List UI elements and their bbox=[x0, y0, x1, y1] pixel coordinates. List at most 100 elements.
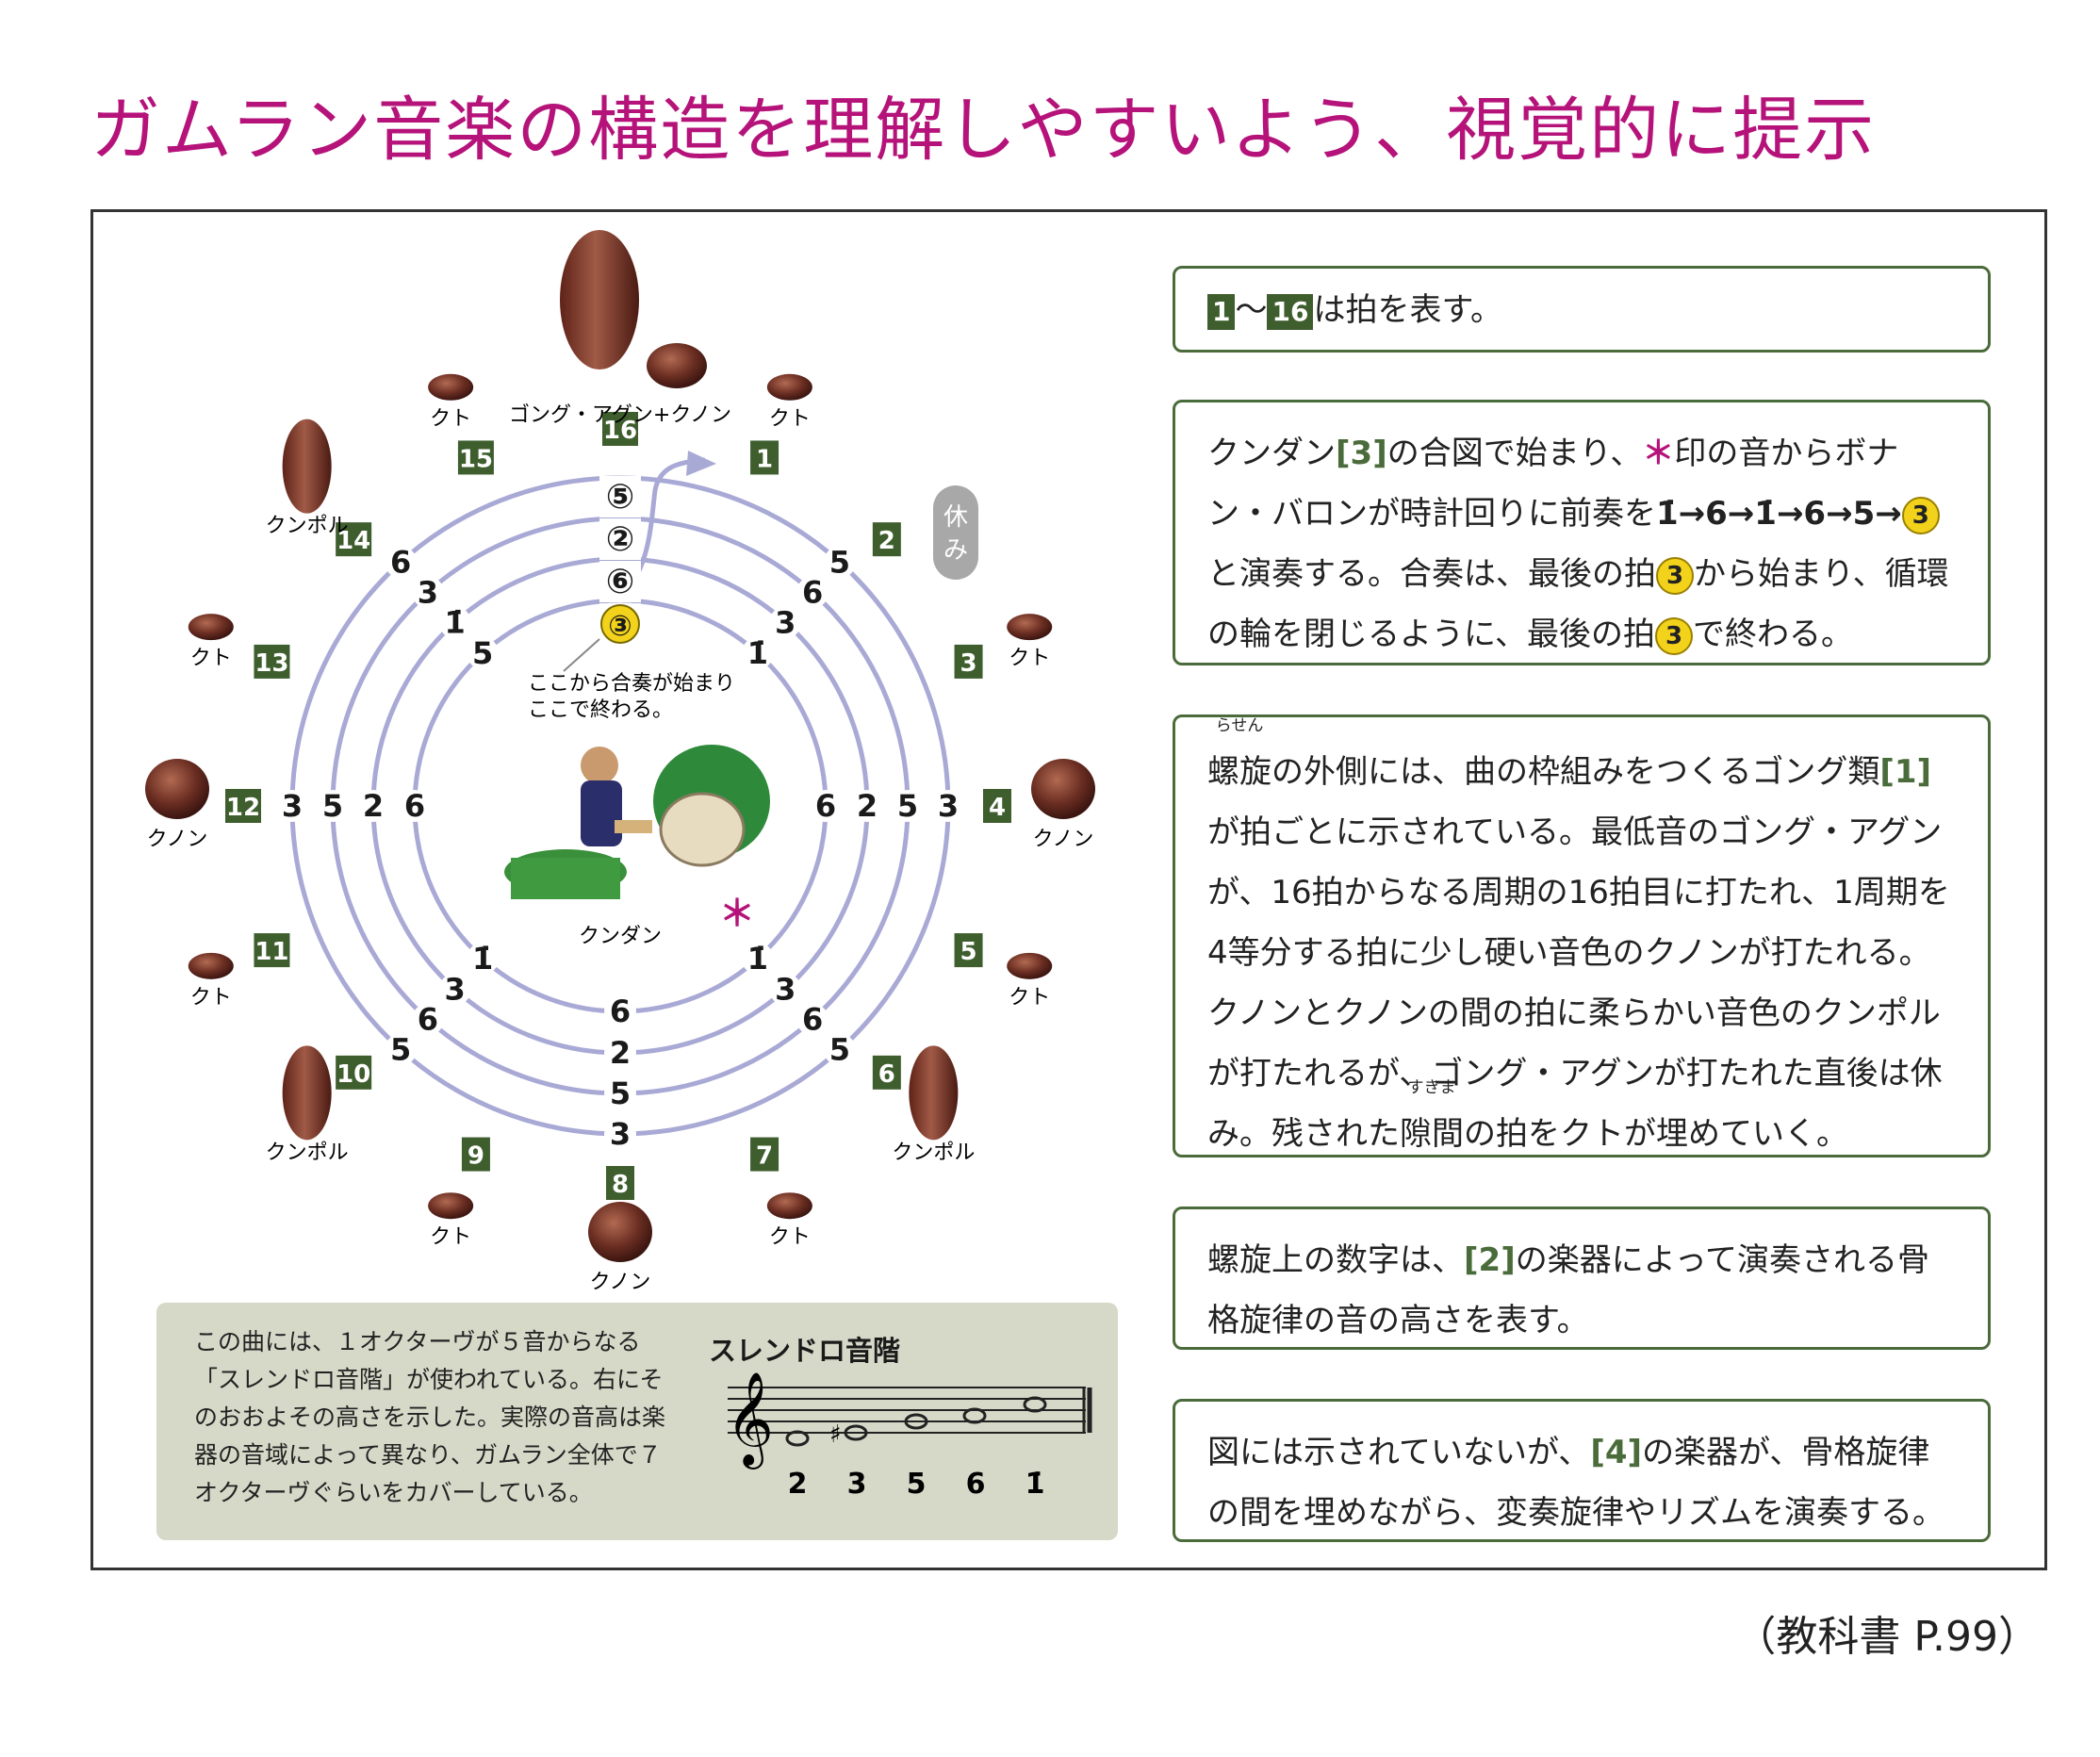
spiral-arrow-icon bbox=[686, 451, 716, 476]
instrument-label: クノン bbox=[590, 1271, 651, 1294]
note-head bbox=[904, 1413, 928, 1430]
figure-frame bbox=[90, 209, 2047, 1570]
rest-label-1: 休 bbox=[943, 503, 968, 532]
kethuk-icon bbox=[766, 373, 812, 401]
beat-badge bbox=[457, 440, 494, 475]
spiral-number: 6 bbox=[802, 574, 823, 610]
top-instrument-label: ゴング・アグン+クノン bbox=[509, 403, 731, 427]
spiral-number: ⑤ bbox=[606, 478, 634, 517]
asterisk-marker: ＊ bbox=[719, 893, 755, 934]
box-text: 印の音からボナン・バロンが時計回りに前奏を bbox=[1207, 435, 1899, 533]
beat-number: 1 bbox=[756, 445, 773, 473]
ruby-reading: らせん bbox=[1215, 716, 1264, 735]
note-head bbox=[1023, 1396, 1047, 1413]
box-text: の拍をクトが埋めていく。 bbox=[1464, 1115, 1848, 1153]
textbook-reference: （教科書 P.99） bbox=[1734, 1613, 2040, 1661]
spiral-number: 3 bbox=[938, 788, 959, 824]
beat-badge bbox=[872, 522, 901, 557]
spiral-number: 2 bbox=[857, 788, 878, 824]
beat-badge bbox=[750, 440, 779, 475]
instrument-label: クト bbox=[769, 407, 811, 431]
beat-badge bbox=[254, 644, 290, 679]
legend-text: は拍を表す。 bbox=[1313, 291, 1503, 329]
asterisk-marker: ＊ bbox=[1642, 435, 1675, 472]
instrument-label: クンポル bbox=[266, 515, 349, 538]
spiral-number: 5 bbox=[897, 788, 918, 824]
spiral-number: 5 bbox=[472, 635, 493, 671]
beat-number: 14 bbox=[336, 527, 370, 555]
beat-number: 5 bbox=[960, 938, 977, 966]
beat-number: 15 bbox=[459, 445, 493, 473]
kenong-icon bbox=[145, 759, 209, 819]
kethuk-icon bbox=[428, 373, 474, 401]
scale-note-number: 5 bbox=[907, 1468, 927, 1501]
beat-9: 9クト bbox=[428, 1137, 490, 1249]
instrument-label: クト bbox=[1009, 986, 1050, 1010]
box-text: で終わる。 bbox=[1692, 616, 1853, 653]
spiral-number: 5 bbox=[390, 1032, 411, 1068]
kethuk-icon bbox=[188, 614, 234, 641]
beat-5: 5 クト bbox=[954, 933, 1053, 1010]
ref-mark: [3] bbox=[1336, 435, 1387, 472]
circled-note: 3 bbox=[1654, 616, 1693, 655]
box-text: と演奏する。合奏は、最後の拍 bbox=[1207, 555, 1656, 593]
box-text: の楽器が、骨格旋律の間を埋めながら、変奏旋律やリズムを演奏する。 bbox=[1207, 1434, 1944, 1532]
legend-box-gongs: らせん螺旋の外側には、曲の枠組みをつくるゴング類[1]が拍ごとに示されている。最… bbox=[1173, 714, 1991, 1158]
instrument-label: クンポル bbox=[892, 1141, 975, 1164]
start-note-line2: ここで終わる。 bbox=[528, 698, 673, 722]
kempul-icon bbox=[909, 1045, 959, 1141]
sharp-icon: ♯ bbox=[829, 1420, 842, 1449]
beat-badge bbox=[602, 412, 638, 446]
spiral-number: 6 bbox=[815, 788, 836, 824]
kethuk-icon bbox=[766, 1192, 812, 1220]
beat-badge bbox=[872, 1055, 901, 1090]
kendang-player-icon bbox=[504, 745, 770, 899]
box-text: 螺旋上の数字は、 bbox=[1207, 1241, 1464, 1279]
note-sequence: 1̇→6→1̇→6→5→ bbox=[1656, 495, 1902, 533]
spiral-number: 2 bbox=[610, 1035, 631, 1071]
scale-panel: この曲には、１オクターヴが５音からなる「スレンドロ音階」が使われている。右にその… bbox=[156, 1303, 1118, 1540]
kenong-icon bbox=[1031, 759, 1095, 819]
start-note-line1: ここから合奏が始まり bbox=[528, 672, 735, 696]
gong-agung-icon bbox=[560, 230, 707, 388]
spiral-number: 1̇ bbox=[747, 635, 768, 671]
instrument-label: クト bbox=[1009, 647, 1050, 670]
spiral-number: 3 bbox=[775, 604, 796, 640]
kethuk-icon bbox=[1007, 952, 1053, 979]
treble-clef-icon: 𝄞 bbox=[726, 1371, 774, 1470]
scale-note-number: 6 bbox=[966, 1468, 986, 1501]
ruby-reading: すきま bbox=[1407, 1078, 1456, 1097]
spiral-number: 5 bbox=[829, 544, 850, 580]
beat-badge bbox=[983, 789, 1011, 823]
box-text: の外側には、曲の枠組みをつくるゴング類 bbox=[1271, 753, 1880, 791]
spiral-number: 3 bbox=[445, 972, 466, 1008]
rest-label-2: み bbox=[943, 536, 968, 565]
beat-badge bbox=[954, 933, 983, 968]
instrument-label: クト bbox=[430, 1225, 471, 1249]
spiral-number: 6 bbox=[418, 1002, 438, 1038]
kempul-icon bbox=[282, 419, 332, 514]
spiral-number: 6 bbox=[404, 788, 425, 824]
range-separator: 〜 bbox=[1235, 291, 1268, 329]
legend-box-variation: 図には示されていないが、[4]の楽器が、骨格旋律の間を埋めながら、変奏旋律やリズ… bbox=[1173, 1399, 1991, 1542]
beat-badge bbox=[461, 1137, 490, 1172]
box-text: 螺旋 bbox=[1207, 753, 1271, 791]
start-note-highlight bbox=[600, 604, 640, 644]
legend-box-numbers: 螺旋上の数字は、[2]の楽器によって演奏される骨格旋律の音の高さを表す。 bbox=[1173, 1207, 1991, 1350]
center-label: クンダン bbox=[579, 925, 662, 948]
box-text: の合図で始まり、 bbox=[1386, 435, 1643, 472]
instrument-label: クンポル bbox=[266, 1141, 349, 1164]
spiral-number: ⑥ bbox=[606, 563, 634, 601]
beat-badge bbox=[336, 522, 372, 557]
kenong-icon bbox=[588, 1202, 652, 1262]
